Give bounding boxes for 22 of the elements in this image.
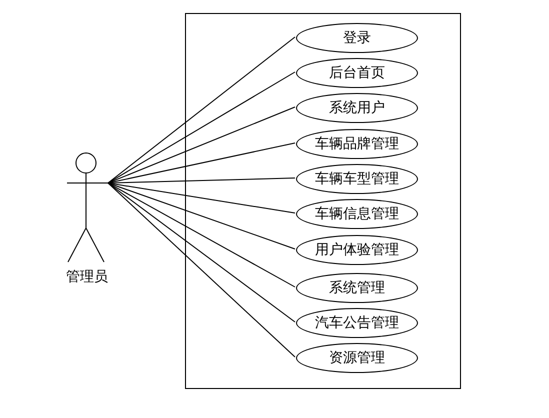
use-case-ellipse: 汽车公告管理 (296, 308, 418, 338)
association-line (108, 182, 296, 214)
use-case-ellipse: 系统管理 (296, 273, 418, 303)
association-line (108, 142, 296, 184)
association-line (108, 182, 296, 358)
association-line (108, 72, 296, 184)
use-case-ellipse: 后台首页 (296, 58, 418, 88)
use-case-ellipse: 车辆信息管理 (296, 199, 418, 229)
association-line (108, 182, 296, 322)
association-line (108, 178, 296, 184)
system-boundary (185, 13, 461, 389)
use-case-ellipse: 系统用户 (296, 93, 418, 123)
use-case-ellipse: 车辆品牌管理 (296, 129, 418, 159)
use-case-ellipse: 登录 (296, 23, 418, 53)
association-line (108, 106, 296, 184)
use-case-ellipse: 用户体验管理 (296, 235, 418, 265)
use-case-ellipse: 车辆车型管理 (296, 164, 418, 194)
association-line (108, 36, 296, 184)
use-case-ellipse: 资源管理 (296, 343, 418, 373)
association-line (108, 182, 296, 288)
association-line (108, 182, 296, 250)
actor-label: 管理员 (66, 268, 108, 286)
